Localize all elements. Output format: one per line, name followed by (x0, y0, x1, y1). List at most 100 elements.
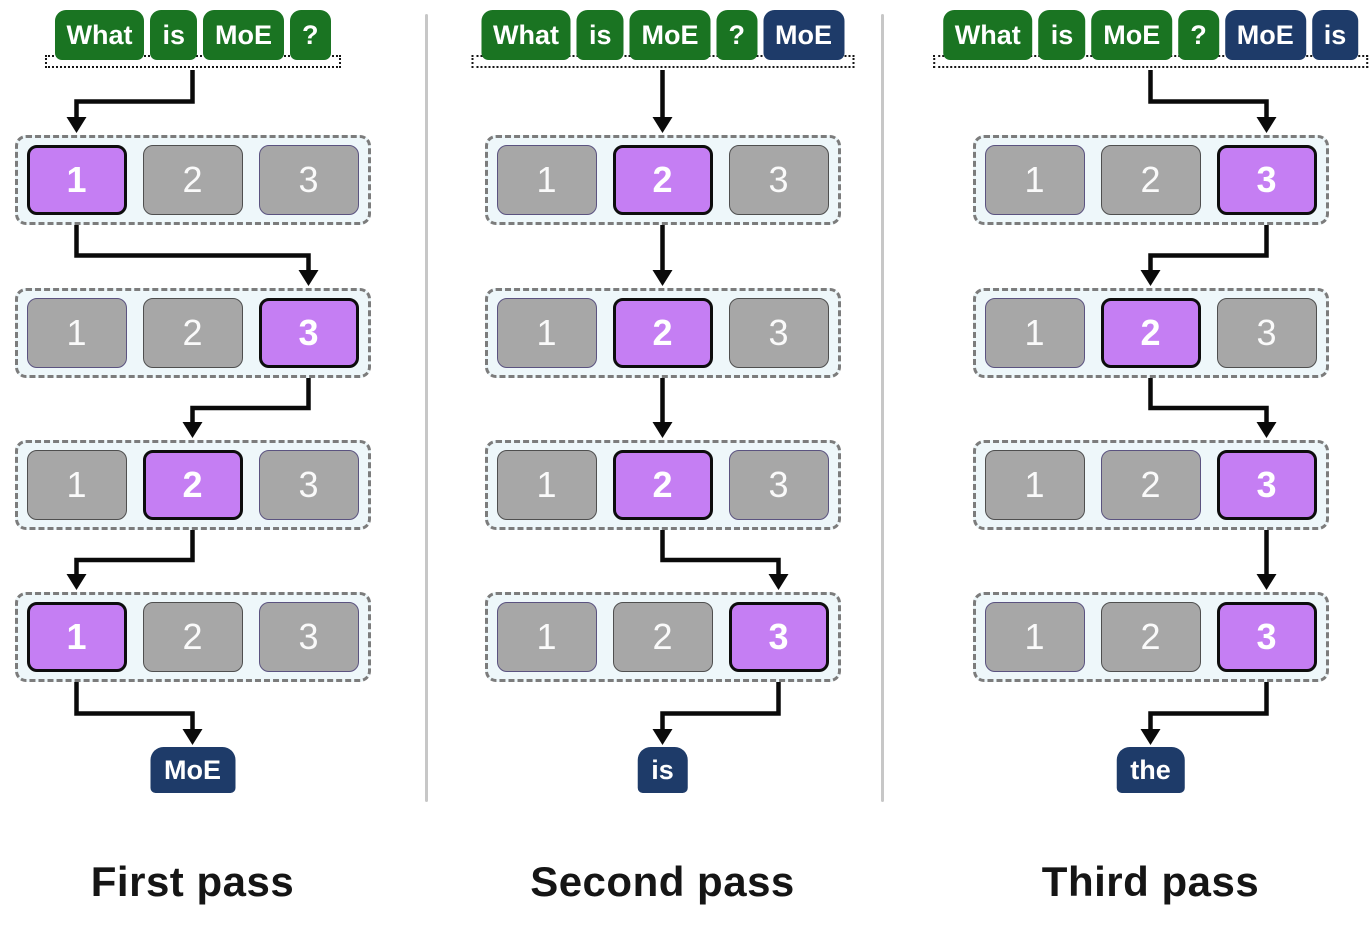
pass-label: Third pass (1041, 858, 1260, 905)
prompt-token-chip: is (150, 10, 198, 60)
output-token: the (1116, 747, 1185, 793)
flow-arrowhead (768, 574, 789, 590)
output-token: is (637, 747, 688, 793)
flow-arrow-line (660, 530, 781, 574)
expert-box: 1 (984, 602, 1085, 672)
prompt-token-chip: MoE (629, 10, 711, 60)
column-divider (881, 14, 884, 802)
flow-arrowhead (1256, 422, 1277, 438)
expert-box: 1 (26, 298, 127, 368)
prompt-token-chip: What (54, 10, 145, 60)
expert-box: 1 (984, 145, 1085, 215)
expert-box-selected: 2 (612, 298, 713, 368)
expert-box: 2 (142, 298, 243, 368)
expert-box-selected: 3 (1216, 450, 1317, 520)
expert-box: 2 (612, 602, 713, 672)
expert-box-selected: 2 (612, 450, 713, 520)
expert-box: 1 (26, 450, 127, 520)
expert-box: 3 (258, 145, 359, 215)
expert-box-selected: 3 (1216, 602, 1317, 672)
expert-box-selected: 1 (26, 145, 127, 215)
prompt-token-chip: What (942, 10, 1033, 60)
flow-arrowhead (1256, 117, 1277, 133)
flow-arrowhead (1140, 270, 1161, 286)
expert-box: 3 (1216, 298, 1317, 368)
expert-box-selected: 3 (728, 602, 829, 672)
expert-box: 3 (258, 602, 359, 672)
expert-box: 3 (258, 450, 359, 520)
expert-box: 1 (496, 145, 597, 215)
generated-token-chip: MoE (763, 10, 845, 60)
prompt-token-chip: is (1038, 10, 1086, 60)
generated-token-chip: is (1311, 10, 1359, 60)
expert-box-selected: 2 (142, 450, 243, 520)
expert-box: 2 (1100, 602, 1201, 672)
column-divider (425, 14, 428, 802)
prompt-token-chip: What (480, 10, 571, 60)
flow-arrowhead (1140, 729, 1161, 745)
flow-arrow-line (74, 682, 195, 729)
flow-arrow-line (74, 70, 195, 117)
flow-arrowhead (652, 270, 673, 286)
flow-arrowhead (182, 422, 203, 438)
prompt-token-chip: MoE (203, 10, 285, 60)
flow-arrowhead (652, 729, 673, 745)
expert-box: 3 (728, 298, 829, 368)
output-token: MoE (150, 747, 235, 793)
expert-box: 1 (496, 602, 597, 672)
prompt-token-chip: ? (290, 10, 331, 60)
flow-arrow-line (1148, 378, 1269, 422)
flow-arrowhead (66, 574, 87, 590)
prompt-token-chip: ? (1178, 10, 1219, 60)
pass-label: Second pass (530, 858, 795, 905)
flow-arrow-line (74, 530, 195, 574)
expert-box: 1 (496, 298, 597, 368)
expert-box: 1 (496, 450, 597, 520)
flow-arrowhead (652, 422, 673, 438)
expert-box: 2 (1100, 450, 1201, 520)
expert-box: 3 (728, 145, 829, 215)
expert-box: 2 (142, 145, 243, 215)
flow-arrow-line (1148, 682, 1269, 729)
expert-box-selected: 2 (612, 145, 713, 215)
expert-box-selected: 3 (1216, 145, 1317, 215)
flow-arrow-line (190, 378, 311, 422)
expert-box: 1 (984, 450, 1085, 520)
flow-arrowhead (1256, 574, 1277, 590)
prompt-token-chip: ? (716, 10, 758, 60)
expert-box-selected: 3 (258, 298, 359, 368)
expert-box: 2 (142, 602, 243, 672)
prompt-token-chip: MoE (1091, 10, 1173, 60)
expert-box: 3 (728, 450, 829, 520)
flow-arrowhead (652, 117, 673, 133)
flow-arrow-line (660, 682, 781, 729)
expert-box: 1 (984, 298, 1085, 368)
flow-arrow-line (1148, 70, 1269, 117)
flow-arrowhead (182, 729, 203, 745)
flow-arrow-line (74, 225, 311, 270)
flow-arrowhead (66, 117, 87, 133)
expert-box-selected: 2 (1100, 298, 1201, 368)
generated-token-chip: MoE (1224, 10, 1306, 60)
flow-arrowhead (298, 270, 319, 286)
prompt-token-chip: is (576, 10, 624, 60)
